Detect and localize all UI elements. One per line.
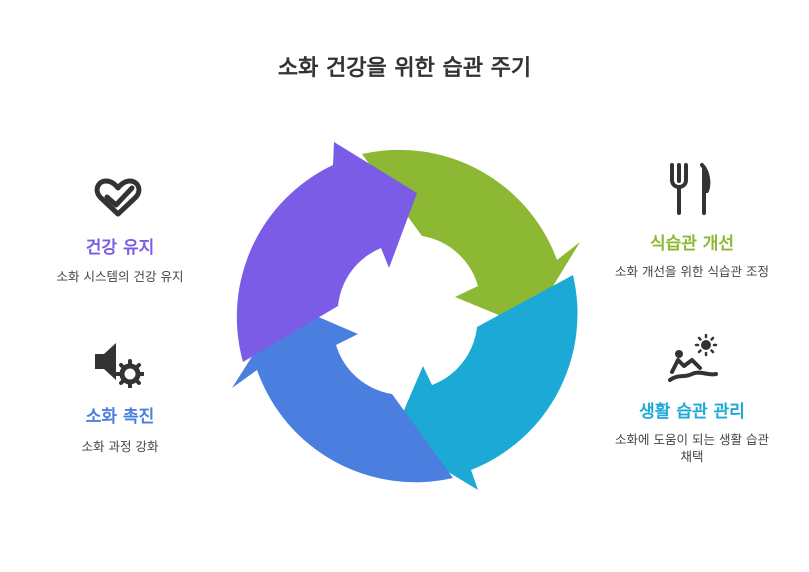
speaker-gear-icon — [95, 343, 144, 388]
cycle-arrow-blue — [392, 275, 578, 490]
page-title: 소화 건강을 위한 습관 주기 — [277, 56, 532, 81]
desc-diet: 소화 개선을 위한 식습관 조정 — [615, 264, 769, 279]
heading-health: 건강 유지 — [85, 238, 155, 258]
fork-knife-icon — [670, 163, 711, 215]
heading-digestion: 소화 촉진 — [85, 407, 155, 427]
cycle-arrow-indigo — [232, 303, 453, 483]
cycle-arrow-purple — [236, 142, 417, 362]
desc-lifestyle: 소화에 도움이 되는 생활 습관 채택 — [615, 432, 769, 464]
heading-lifestyle: 생활 습관 관리 — [639, 402, 745, 422]
desc-health: 소화 시스템의 건강 유지 — [56, 269, 184, 284]
heading-diet: 식습관 개선 — [649, 234, 735, 254]
person-sun-icon — [668, 334, 718, 382]
heart-check-icon — [94, 178, 142, 217]
desc-digestion: 소화 과정 강화 — [81, 439, 159, 454]
